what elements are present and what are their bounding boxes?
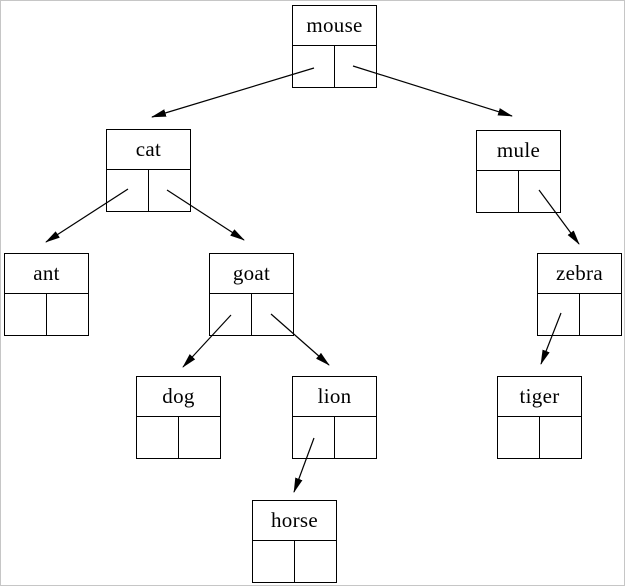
tree-node-ant: ant [4, 253, 89, 336]
tree-node-cat: cat [106, 129, 191, 212]
right-pointer-cell [252, 294, 294, 335]
tree-node-mouse: mouse [292, 5, 377, 88]
tree-node-lion: lion [292, 376, 377, 459]
left-pointer-cell [538, 294, 580, 335]
left-pointer-cell [293, 417, 335, 458]
node-label: tiger [497, 376, 582, 417]
left-pointer-cell [5, 294, 47, 335]
left-pointer-cell [137, 417, 179, 458]
node-label: ant [4, 253, 89, 294]
node-label: mule [476, 130, 561, 171]
node-label: mouse [292, 5, 377, 46]
pointer-cells [209, 294, 294, 336]
right-pointer-cell [540, 417, 582, 458]
right-pointer-cell [519, 171, 561, 212]
pointer-cells [292, 417, 377, 459]
left-pointer-cell [293, 46, 335, 87]
node-label: cat [106, 129, 191, 170]
tree-node-dog: dog [136, 376, 221, 459]
node-label: lion [292, 376, 377, 417]
tree-node-goat: goat [209, 253, 294, 336]
pointer-cells [537, 294, 622, 336]
left-pointer-cell [498, 417, 540, 458]
left-pointer-cell [107, 170, 149, 211]
right-pointer-cell [47, 294, 89, 335]
right-pointer-cell [295, 541, 337, 582]
tree-node-mule: mule [476, 130, 561, 213]
pointer-cells [136, 417, 221, 459]
node-label: dog [136, 376, 221, 417]
right-pointer-cell [179, 417, 221, 458]
tree-node-tiger: tiger [497, 376, 582, 459]
node-label: zebra [537, 253, 622, 294]
pointer-cells [292, 46, 377, 88]
tree-node-zebra: zebra [537, 253, 622, 336]
left-pointer-cell [210, 294, 252, 335]
left-pointer-cell [477, 171, 519, 212]
pointer-cells [252, 541, 337, 583]
edge-mouse-left-to-cat [151, 67, 315, 118]
pointer-cells [4, 294, 89, 336]
node-label: goat [209, 253, 294, 294]
right-pointer-cell [335, 417, 377, 458]
right-pointer-cell [335, 46, 377, 87]
pointer-cells [476, 171, 561, 213]
right-pointer-cell [580, 294, 622, 335]
node-label: horse [252, 500, 337, 541]
right-pointer-cell [149, 170, 191, 211]
tree-node-horse: horse [252, 500, 337, 583]
left-pointer-cell [253, 541, 295, 582]
pointer-cells [106, 170, 191, 212]
pointer-cells [497, 417, 582, 459]
